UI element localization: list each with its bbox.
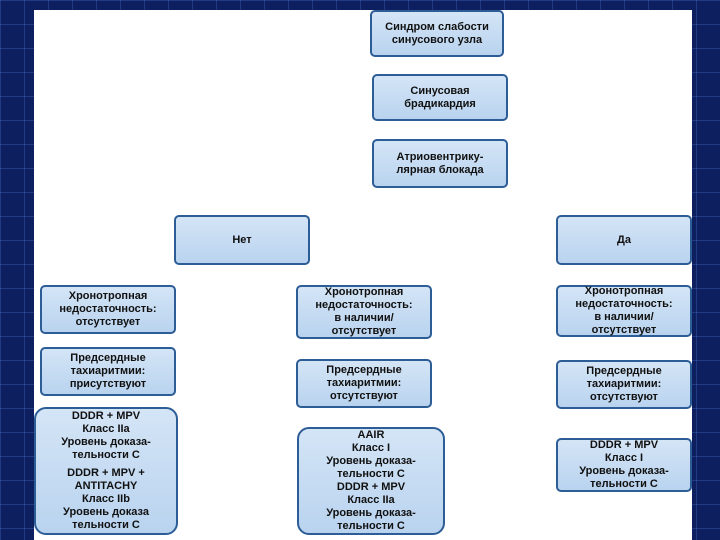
left-chrono-box: Хронотропная недостаточность: отсутствуе… [40, 285, 176, 334]
yes-box: Да [556, 215, 692, 265]
mid-chrono-box: Хронотропная недостаточность: в наличии/… [296, 285, 432, 339]
left-rec-2: DDDR + MPV + ANTITACHY Класс IIb Уровень… [63, 467, 149, 531]
brady-box: Синусовая брадикардия [372, 74, 508, 121]
mid-rec-2: DDDR + MPV Класс IIa Уровень доказа- тел… [326, 481, 416, 532]
av-block-box: Атриовентрику- лярная блокада [372, 139, 508, 188]
mid-tachy-box: Предсердные тахиаритмии: отсутствуют [296, 359, 432, 408]
left-recommendation-box: DDDR + MPV Класс IIa Уровень доказа- тел… [34, 407, 178, 535]
no-box: Нет [174, 215, 310, 265]
left-rec-1: DDDR + MPV Класс IIa Уровень доказа- тел… [61, 410, 151, 461]
right-tachy-box: Предсердные тахиаритмии: отсутствуют [556, 360, 692, 409]
root-box: Синдром слабости синусового узла [370, 10, 504, 57]
mid-recommendation-box: AAIR Класс I Уровень доказа- тельности C… [297, 427, 445, 535]
right-chrono-box: Хронотропная недостаточность: в наличии/… [556, 285, 692, 337]
left-tachy-box: Предсердные тахиаритмии: присутствуют [40, 347, 176, 396]
right-recommendation-box: DDDR + MPV Класс I Уровень доказа- тельн… [556, 438, 692, 492]
mid-rec-1: AAIR Класс I Уровень доказа- тельности C [326, 429, 416, 480]
